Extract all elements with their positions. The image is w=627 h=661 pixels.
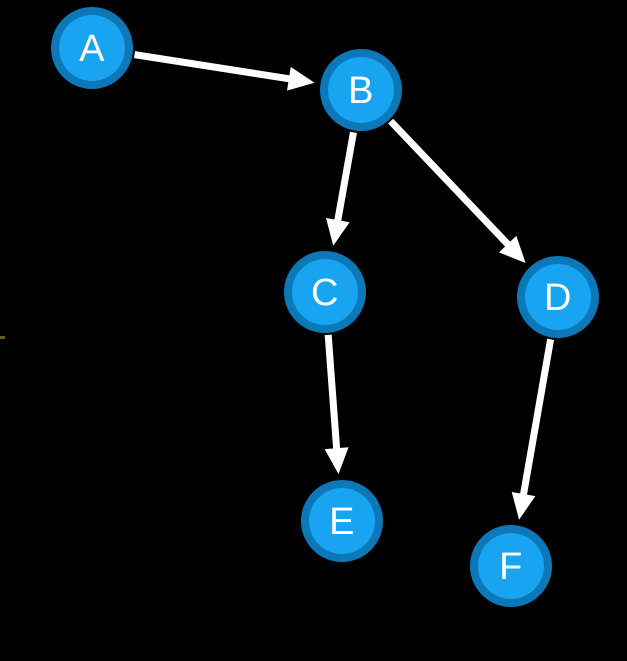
node-label: D xyxy=(544,277,572,319)
node-B[interactable]: B xyxy=(320,49,402,131)
node-E[interactable]: E xyxy=(301,480,383,562)
edge-line xyxy=(388,118,512,248)
node-body xyxy=(328,57,394,123)
node-label: E xyxy=(329,501,355,543)
node-body xyxy=(309,488,375,554)
node-F[interactable]: F xyxy=(470,525,552,607)
edge-layer xyxy=(133,51,555,520)
edge-B-D xyxy=(388,118,526,263)
arrowhead-icon xyxy=(324,447,349,475)
node-body xyxy=(59,15,125,81)
arrowhead-icon xyxy=(325,218,350,246)
node-label: A xyxy=(79,28,105,70)
edge-line xyxy=(519,338,555,497)
edge-line xyxy=(334,131,357,223)
edge-line xyxy=(133,51,292,83)
node-A[interactable]: A xyxy=(51,7,133,89)
arrowhead-icon xyxy=(511,492,536,520)
edge-B-C xyxy=(325,131,357,246)
node-C[interactable]: C xyxy=(284,251,366,333)
arrowhead-icon xyxy=(287,66,315,91)
edge-line xyxy=(324,334,341,451)
node-label: F xyxy=(499,546,523,588)
edge-D-F xyxy=(511,338,555,520)
node-body xyxy=(292,259,358,325)
node-layer: A B C D E F xyxy=(51,7,599,607)
node-body xyxy=(478,533,544,599)
edge-A-B xyxy=(133,51,315,91)
arrowhead-icon xyxy=(498,235,526,263)
edge-C-E xyxy=(324,334,349,475)
node-label: B xyxy=(348,70,374,112)
node-D[interactable]: D xyxy=(517,256,599,338)
node-label: C xyxy=(311,272,339,314)
node-body xyxy=(525,264,591,330)
